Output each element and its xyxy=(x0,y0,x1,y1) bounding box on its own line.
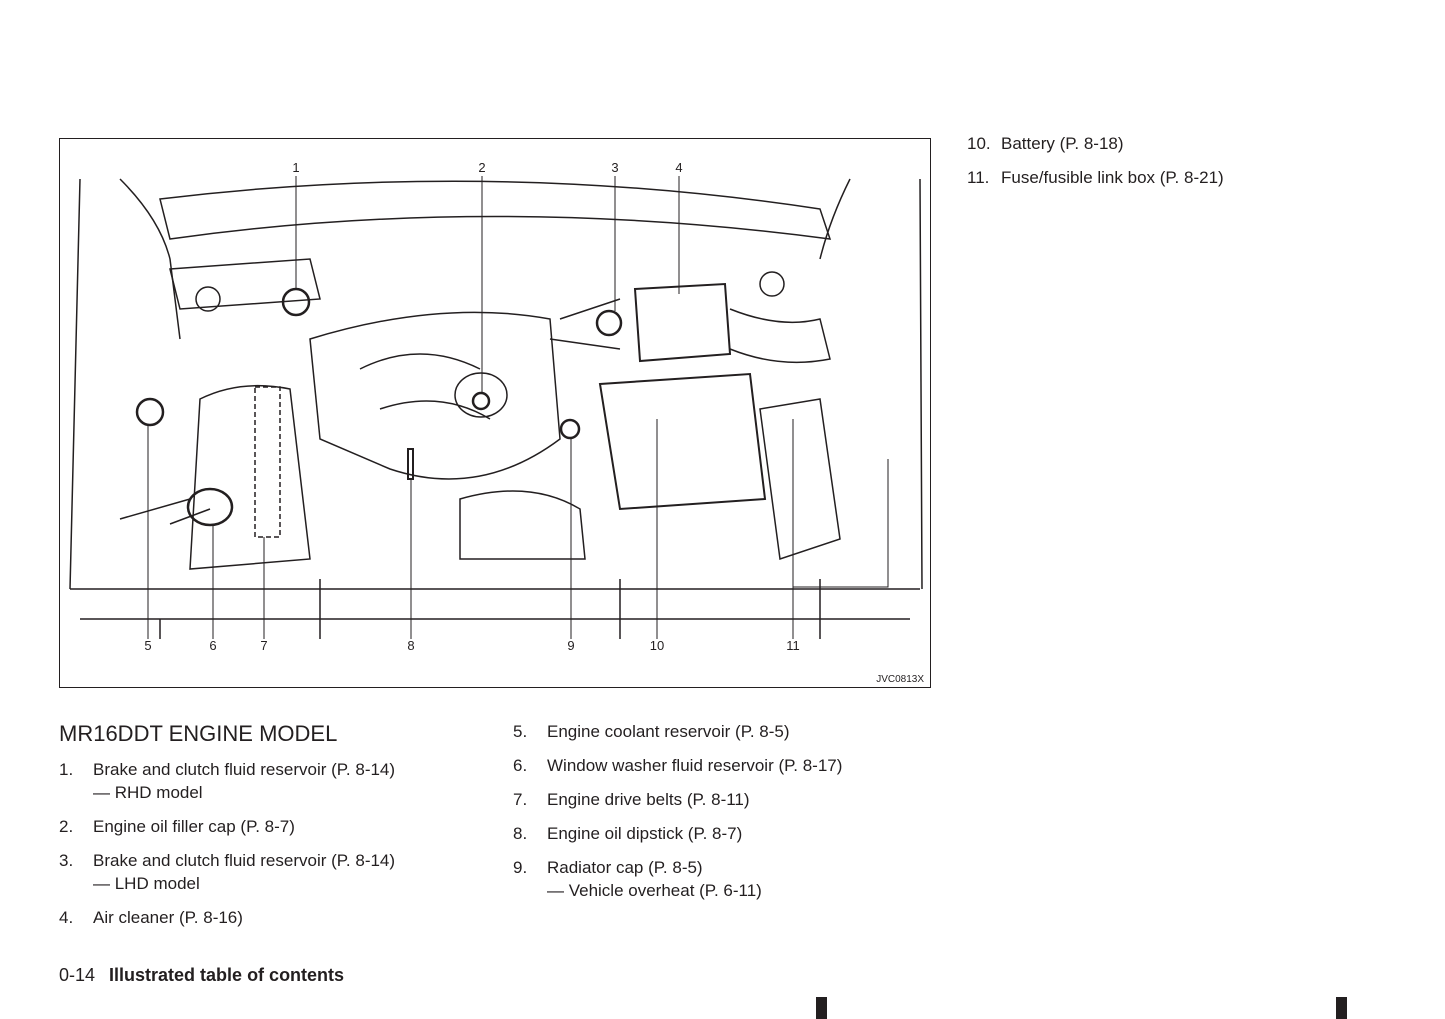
callout-4: 4 xyxy=(675,160,683,175)
callout-6: 6 xyxy=(209,638,217,653)
callout-10: 10 xyxy=(649,638,665,653)
callout-3: 3 xyxy=(611,160,619,175)
item-text: Engine oil filler cap (P. 8-7) xyxy=(93,817,295,836)
item-number: 9. xyxy=(513,858,528,877)
item-number: 3. xyxy=(59,851,74,870)
item-text: Engine drive belts (P. 8-11) xyxy=(547,790,750,809)
callout-9: 9 xyxy=(567,638,575,653)
callout-5: 5 xyxy=(144,638,152,653)
item-text: Window washer fluid reservoir (P. 8-17) xyxy=(547,756,843,775)
engine-illustration xyxy=(69,176,923,639)
page-number: 0-14 xyxy=(59,965,96,985)
item-text: Engine oil dipstick (P. 8-7) xyxy=(547,824,743,843)
item-number: 1. xyxy=(59,760,74,779)
thumb-index-mark xyxy=(816,997,827,1019)
thumb-index-mark xyxy=(1336,997,1347,1019)
item-number: 11. xyxy=(967,168,990,187)
callout-7: 7 xyxy=(260,638,268,653)
item-number: 2. xyxy=(59,817,74,836)
engine-compartment-figure: 1 2 3 4 5 6 7 8 9 10 11 JVC0813X xyxy=(59,138,931,688)
item-text: Radiator cap (P. 8-5) xyxy=(547,858,703,877)
item-text: Fuse/fusible link box (P. 8-21) xyxy=(1001,168,1224,187)
callout-1: 1 xyxy=(292,160,300,175)
item-text: Engine coolant reservoir (P. 8-5) xyxy=(547,722,790,741)
item-text: Brake and clutch fluid reservoir (P. 8-1… xyxy=(93,851,396,870)
item-number: 8. xyxy=(513,824,528,843)
item-number: 6. xyxy=(513,756,528,775)
callout-8: 8 xyxy=(407,638,415,653)
callout-2: 2 xyxy=(478,160,486,175)
item-subtext: — RHD model xyxy=(93,783,203,802)
item-number: 4. xyxy=(59,908,74,927)
item-number: 10. xyxy=(967,134,991,153)
item-text: Battery (P. 8-18) xyxy=(1001,134,1124,153)
chapter-title: Illustrated table of contents xyxy=(109,965,345,985)
item-text: Brake and clutch fluid reservoir (P. 8-1… xyxy=(93,760,396,779)
item-number: 7. xyxy=(513,790,528,809)
item-text: Air cleaner (P. 8-16) xyxy=(93,908,243,927)
callout-11: 11 xyxy=(786,638,800,653)
section-heading: MR16DDT ENGINE MODEL xyxy=(59,721,338,746)
page-footer: 0-14 Illustrated table of contents xyxy=(59,965,344,986)
item-number: 5. xyxy=(513,722,528,741)
item-subtext: — Vehicle overheat (P. 6-11) xyxy=(547,881,762,900)
item-subtext: — LHD model xyxy=(93,874,200,893)
figure-code: JVC0813X xyxy=(876,674,924,685)
